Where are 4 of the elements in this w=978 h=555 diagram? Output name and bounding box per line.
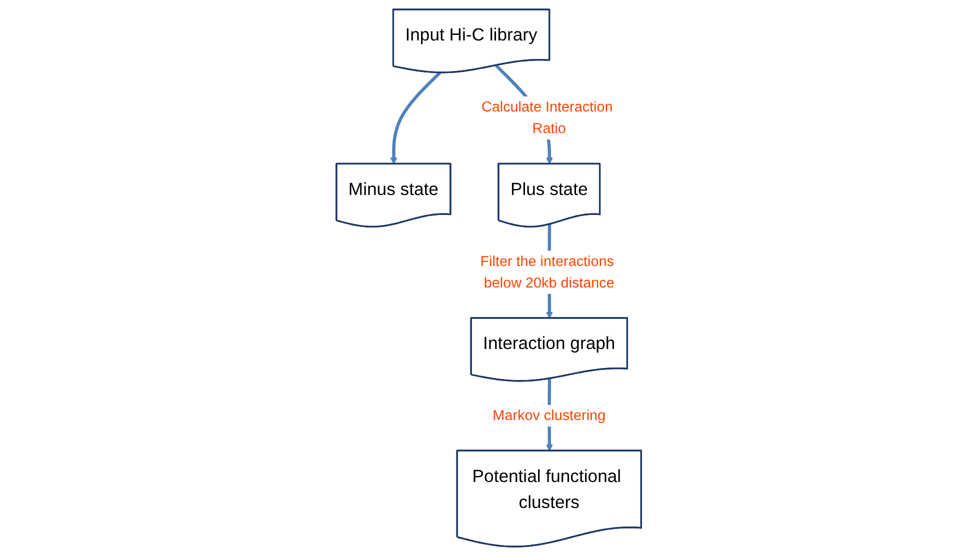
- arrow: [390, 71, 442, 164]
- edge-label: Filter the interactions below 20kb distance: [480, 252, 615, 290]
- edge-label: Calculate Interaction Ratio: [482, 98, 613, 136]
- edge-label: Markov clustering: [492, 406, 606, 423]
